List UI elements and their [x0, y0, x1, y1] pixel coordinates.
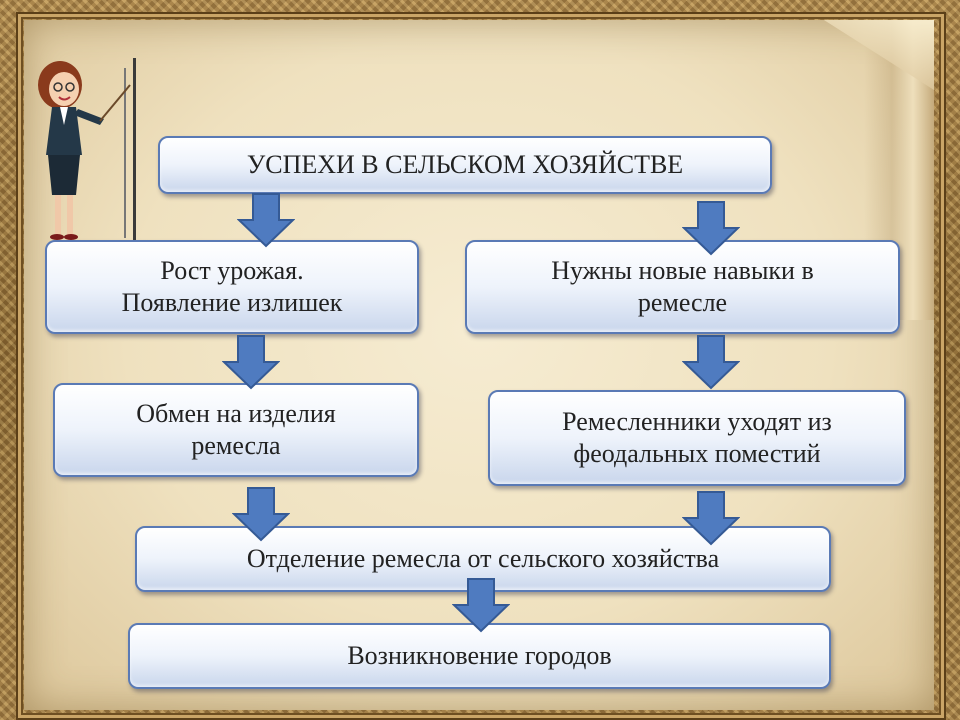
box-new-craft-skills-line2: ремесле: [637, 288, 728, 317]
down-arrow-icon: [222, 335, 280, 390]
box-rise-of-cities-text: Возникновение городов: [347, 640, 612, 670]
box-agriculture-success-text: УСПЕХИ В СЕЛЬСКОМ ХОЗЯЙСТВЕ: [246, 149, 684, 179]
down-arrow-icon: [452, 578, 510, 633]
box-exchange-crafts: Обмен на изделия ремесла: [53, 383, 419, 477]
box-agriculture-success: УСПЕХИ В СЕЛЬСКОМ ХОЗЯЙСТВЕ: [158, 136, 772, 194]
box-exchange-crafts-line2: ремесла: [191, 431, 281, 460]
box-separation-of-crafts-text: Отделение ремесла от сельского хозяйства: [246, 543, 720, 573]
teacher-with-pointer-icon: [38, 61, 131, 250]
frame-border: [18, 14, 944, 718]
down-arrow-icon: [682, 335, 740, 390]
board-edge: [133, 58, 136, 248]
down-arrow-icon: [232, 487, 290, 542]
box-artisans-leave-line1: Ремесленники уходят из: [562, 406, 832, 436]
down-arrow-icon: [237, 193, 295, 248]
box-exchange-crafts-line1: Обмен на изделия: [136, 398, 336, 428]
box-harvest-growth-line2: Появление излишек: [121, 288, 343, 317]
box-artisans-leave-line2: феодальных поместий: [573, 439, 821, 468]
box-harvest-growth: Рост урожая. Появление излишек: [45, 240, 419, 334]
pointer-stick-shadow: [124, 68, 126, 238]
down-arrow-icon: [682, 201, 740, 256]
box-rise-of-cities: Возникновение городов: [128, 623, 831, 689]
box-artisans-leave: Ремесленники уходят из феодальных помест…: [488, 390, 906, 486]
box-harvest-growth-line1: Рост урожая.: [160, 255, 304, 285]
box-new-craft-skills-line1: Нужны новые навыки в: [551, 255, 814, 285]
box-new-craft-skills: Нужны новые навыки в ремесле: [465, 240, 900, 334]
down-arrow-icon: [682, 491, 740, 546]
